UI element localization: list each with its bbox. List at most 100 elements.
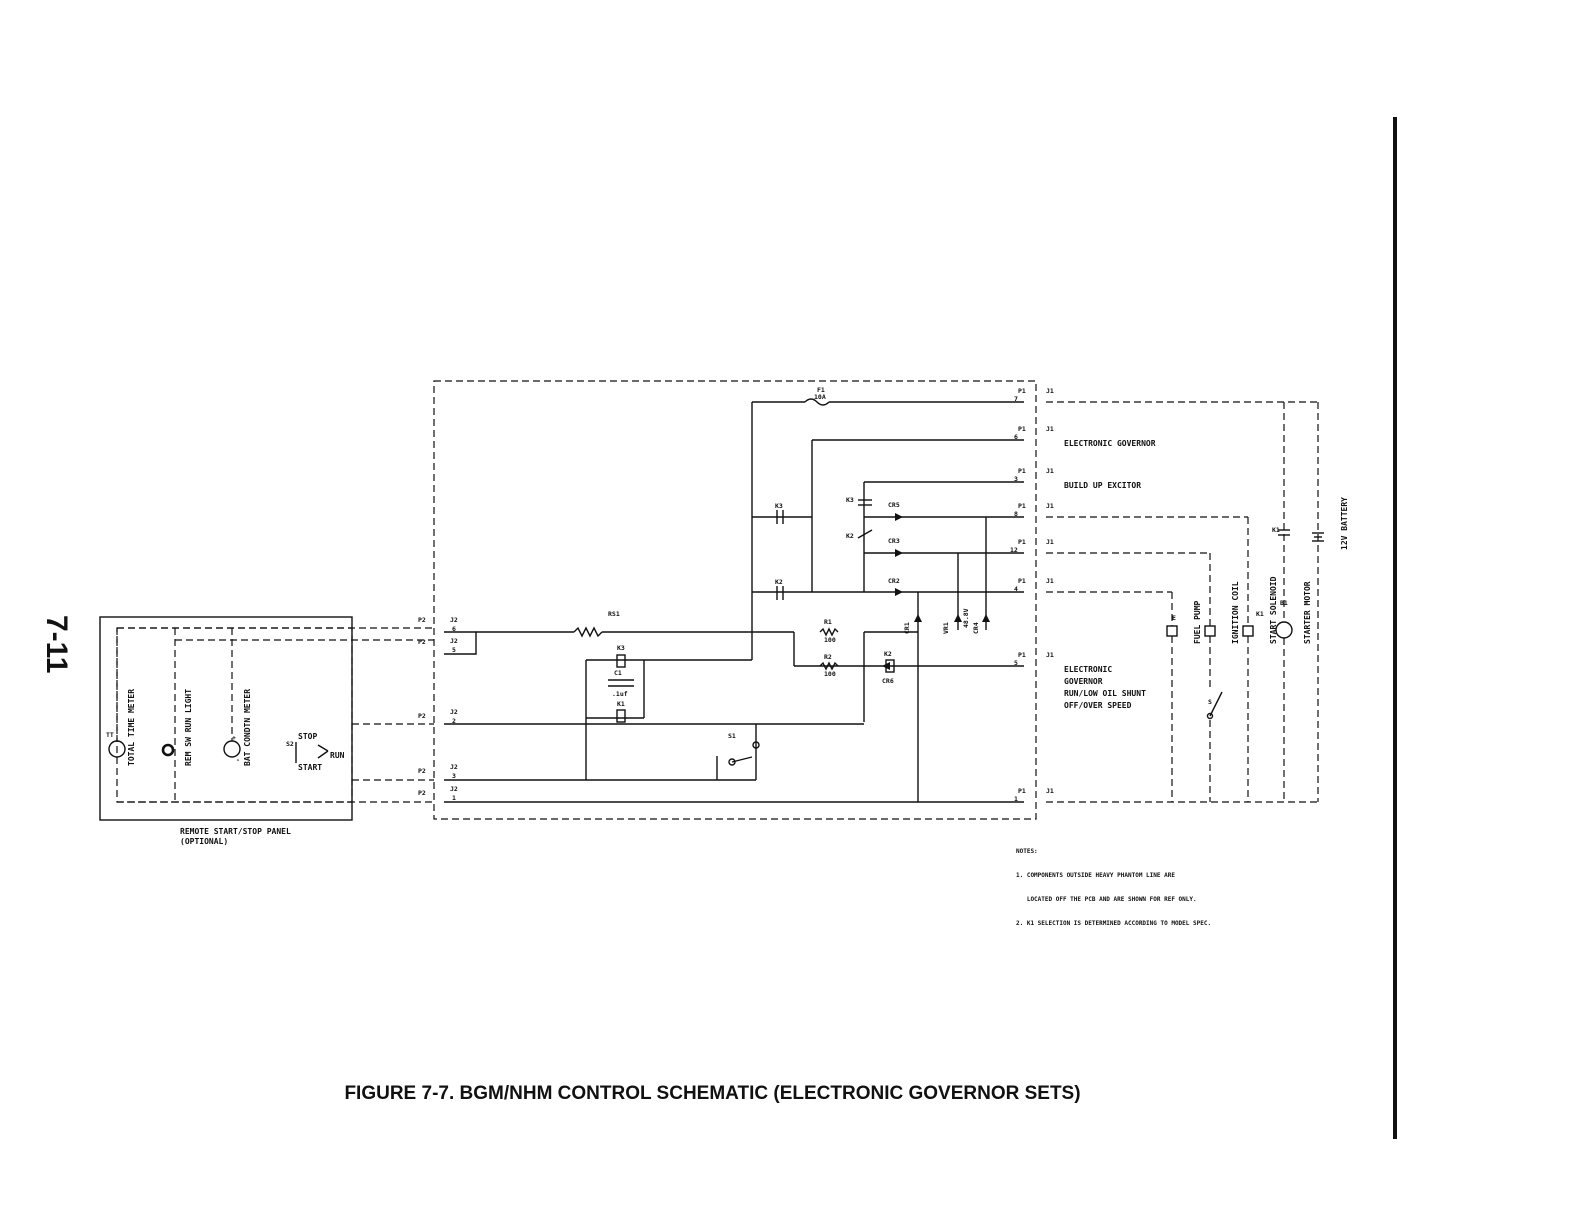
note-1-line-1: 1. COMPONENTS OUTSIDE HEAVY PHANTOM LINE… bbox=[1016, 872, 1175, 879]
svg-text:S1: S1 bbox=[728, 732, 736, 740]
svg-text:P1: P1 bbox=[1018, 787, 1026, 795]
s2-stop-label: STOP bbox=[298, 732, 317, 741]
svg-text:C1: C1 bbox=[614, 669, 622, 677]
tt-ref: TT bbox=[106, 731, 114, 739]
bat-condtn-meter-label: BAT CONDTN METER bbox=[243, 689, 252, 766]
svg-text:J2: J2 bbox=[450, 637, 458, 645]
svg-text:7: 7 bbox=[1014, 395, 1018, 403]
start-solenoid-label: START SOLENOID bbox=[1269, 576, 1278, 644]
svg-text:P2: P2 bbox=[418, 712, 426, 720]
svg-text:F1: F1 bbox=[817, 386, 825, 394]
relays bbox=[616, 499, 895, 723]
page-edge-rule bbox=[1393, 117, 1397, 1139]
svg-text:CR2: CR2 bbox=[888, 577, 900, 585]
svg-text:P1: P1 bbox=[1018, 502, 1026, 510]
svg-text:CR6: CR6 bbox=[882, 677, 894, 685]
note-1-line-2: LOCATED OFF THE PCB AND ARE SHOWN FOR RE… bbox=[1016, 896, 1197, 903]
remote-panel-boundary bbox=[99, 616, 353, 821]
svg-text:R1: R1 bbox=[824, 618, 832, 626]
component-labels: F1 10A K3 K2 K3 K2 CR5 CR3 CR2 CR1 VR1 4… bbox=[608, 386, 1288, 740]
total-time-meter: TT TOTAL TIME METER bbox=[106, 628, 136, 766]
governor-output-line1: ELECTRONIC bbox=[1064, 665, 1112, 674]
figure-caption: FIGURE 7-7. BGM/NHM CONTROL SCHEMATIC (E… bbox=[344, 1083, 1081, 1104]
svg-text:K1: K1 bbox=[617, 700, 625, 708]
svg-text:P2: P2 bbox=[418, 767, 426, 775]
connector-p2-j2: P2 J2 6 P2 J2 5 P2 J2 2 P2 J2 3 P2 J2 1 bbox=[418, 616, 458, 802]
svg-text:J1: J1 bbox=[1046, 425, 1054, 433]
svg-text:RS1: RS1 bbox=[608, 610, 620, 618]
svg-text:J1: J1 bbox=[1046, 538, 1054, 546]
output-labels: ELECTRONIC GOVERNOR BUILD UP EXCITOR ELE… bbox=[1064, 439, 1349, 710]
bat-minus: - bbox=[236, 756, 240, 764]
svg-text:K2: K2 bbox=[846, 532, 854, 540]
svg-text:J2: J2 bbox=[450, 763, 458, 771]
svg-text:P2: P2 bbox=[418, 789, 426, 797]
svg-text:2: 2 bbox=[452, 717, 456, 725]
connector-p1-j1: P1 J1 7 P1 J1 6 P1 J1 3 P1 J1 8 P1 J1 12… bbox=[1010, 387, 1054, 803]
svg-text:P2: P2 bbox=[418, 638, 426, 646]
remote-panel-label: REMOTE START/STOP PANEL bbox=[180, 827, 291, 836]
bat-plus: + bbox=[232, 734, 236, 742]
svg-text:CR3: CR3 bbox=[888, 537, 900, 545]
s2-switch: S2 STOP RUN START bbox=[286, 732, 345, 772]
svg-text:K1: K1 bbox=[1272, 526, 1280, 534]
svg-text:CR4: CR4 bbox=[972, 622, 980, 634]
svg-text:1: 1 bbox=[452, 794, 456, 802]
svg-text:6: 6 bbox=[1014, 433, 1018, 441]
rem-sw-run-light-label: REM SW RUN LIGHT bbox=[184, 689, 193, 766]
svg-text:J1: J1 bbox=[1046, 787, 1054, 795]
note-2: 2. K1 SELECTION IS DETERMINED ACCORDING … bbox=[1016, 920, 1212, 927]
total-time-meter-label: TOTAL TIME METER bbox=[127, 689, 136, 766]
svg-text:48.8V: 48.8V bbox=[962, 608, 970, 628]
schematic-notes: NOTES: 1. COMPONENTS OUTSIDE HEAVY PHANT… bbox=[1016, 832, 1211, 936]
svg-text:5: 5 bbox=[452, 646, 456, 654]
svg-text:R2: R2 bbox=[824, 653, 832, 661]
svg-text:CR5: CR5 bbox=[888, 501, 900, 509]
svg-text:E: E bbox=[1172, 614, 1176, 622]
s2-start-label: START bbox=[298, 763, 322, 772]
notes-heading: NOTES: bbox=[1016, 848, 1038, 855]
svg-text:1: 1 bbox=[1014, 795, 1018, 803]
svg-text:K2: K2 bbox=[775, 578, 783, 586]
external-loads bbox=[1166, 529, 1324, 720]
svg-text:J2: J2 bbox=[450, 616, 458, 624]
battery-label: 12V BATTERY bbox=[1340, 497, 1349, 550]
electronic-governor-label: ELECTRONIC GOVERNOR bbox=[1064, 439, 1156, 448]
remote-panel-inner-boundary bbox=[116, 627, 353, 803]
starter-motor-label: STARTER MOTOR bbox=[1303, 581, 1312, 644]
governor-output-line3: RUN/LOW OIL SHUNT bbox=[1064, 689, 1146, 698]
svg-text:.1uf: .1uf bbox=[612, 690, 628, 698]
remote-panel-optional-label: (OPTIONAL) bbox=[180, 837, 228, 846]
svg-text:P1: P1 bbox=[1018, 425, 1026, 433]
s2-ref: S2 bbox=[286, 740, 294, 748]
svg-text:J1: J1 bbox=[1046, 467, 1054, 475]
svg-text:P1: P1 bbox=[1018, 538, 1026, 546]
svg-text:VR1: VR1 bbox=[942, 622, 950, 634]
svg-text:3: 3 bbox=[1014, 475, 1018, 483]
svg-text:5: 5 bbox=[1014, 659, 1018, 667]
svg-text:J2: J2 bbox=[450, 785, 458, 793]
rem-sw-run-light: REM SW RUN LIGHT bbox=[161, 628, 193, 802]
svg-text:P1: P1 bbox=[1018, 387, 1026, 395]
svg-text:K2: K2 bbox=[884, 650, 892, 658]
pcb-boundary bbox=[433, 380, 1037, 820]
svg-text:P2: P2 bbox=[418, 616, 426, 624]
svg-text:P1: P1 bbox=[1018, 467, 1026, 475]
svg-text:K1: K1 bbox=[1256, 610, 1264, 618]
svg-text:J2: J2 bbox=[450, 708, 458, 716]
svg-text:12: 12 bbox=[1010, 546, 1018, 554]
svg-text:K3: K3 bbox=[775, 502, 783, 510]
build-up-excitor-label: BUILD UP EXCITOR bbox=[1064, 481, 1141, 490]
s2-run-label: RUN bbox=[330, 751, 345, 760]
bat-condtn-meter: + - BAT CONDTN METER bbox=[223, 628, 252, 766]
svg-text:S: S bbox=[1208, 698, 1212, 706]
svg-text:100: 100 bbox=[824, 670, 836, 678]
svg-text:4: 4 bbox=[1014, 585, 1018, 593]
svg-text:K3: K3 bbox=[617, 644, 625, 652]
svg-text:3: 3 bbox=[452, 772, 456, 780]
ignition-coil-label: IGNITION COIL bbox=[1231, 581, 1240, 644]
fuel-pump-label: FUEL PUMP bbox=[1193, 600, 1202, 644]
svg-text:10A: 10A bbox=[814, 393, 826, 401]
svg-text:P1: P1 bbox=[1018, 577, 1026, 585]
